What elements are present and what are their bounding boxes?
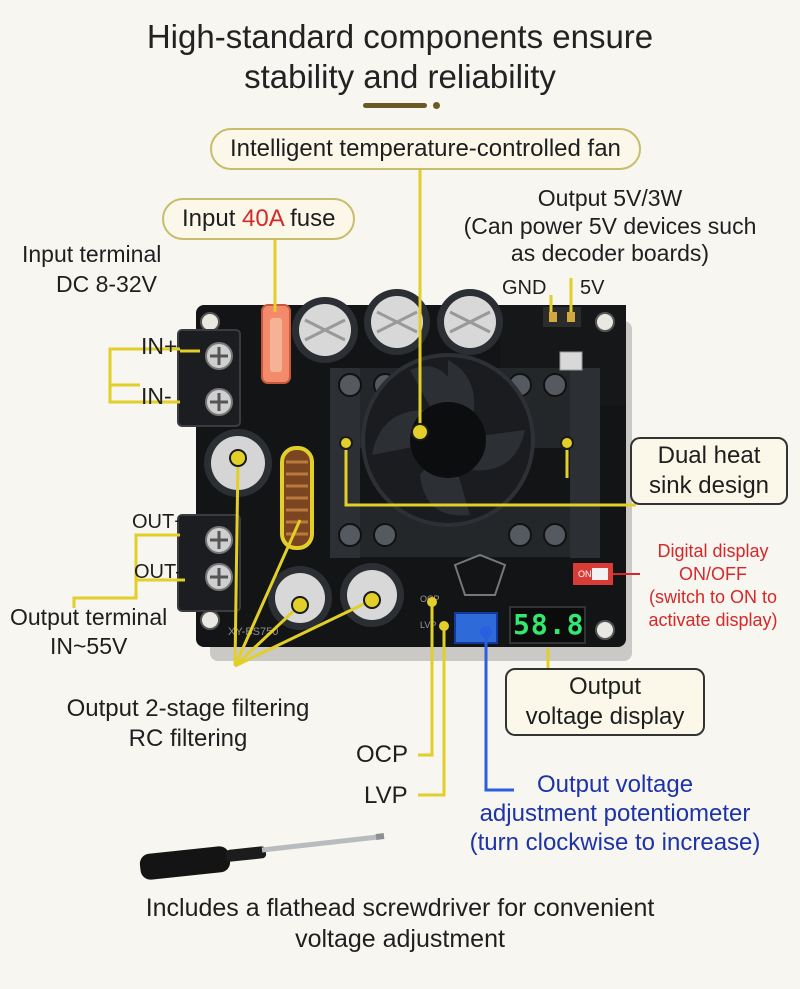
pot-callout: Output voltage adjustment potentiometer … — [440, 770, 790, 857]
output-terminal-range: IN~55V — [50, 633, 128, 659]
display-switch-line-3: (switch to ON to — [648, 587, 778, 607]
filtering-line-1: Output 2-stage filtering — [66, 695, 310, 722]
heatsink-line-2: sink design — [648, 472, 770, 499]
in-plus-label: IN+ — [141, 333, 178, 359]
voltage-display-line-2: voltage display — [525, 703, 685, 730]
pot-line-3: (turn clockwise to increase) — [469, 829, 761, 856]
voltage-display — [509, 606, 586, 644]
title-underline — [363, 103, 427, 108]
heatsink-line-1: Dual heat — [657, 442, 761, 469]
capacitor-top-1 — [292, 297, 358, 363]
filtering-line-2: RC filtering — [128, 725, 248, 752]
title-line-1: High-standard components ensure — [146, 18, 654, 55]
input-terminal-title: Input terminal — [22, 241, 162, 267]
out-plus-label: OUT+ — [132, 511, 186, 533]
capacitor-top-2 — [364, 289, 430, 355]
fan-callout: Intelligent temperature-controlled fan — [210, 128, 641, 170]
heatsink-callout: Dual heat sink design — [630, 437, 788, 505]
title-underline-dot — [433, 102, 440, 109]
on-silkscreen: ON — [578, 569, 592, 579]
pot-line-1: Output voltage — [536, 771, 694, 798]
display-reading: 58.8 — [513, 608, 585, 641]
output-terminal-title: Output terminal — [10, 604, 168, 630]
display-switch-line-2: ON/OFF — [679, 564, 747, 584]
title-line-2: stability and reliability — [244, 58, 556, 95]
fuse-suffix: fuse — [283, 205, 336, 232]
brand-logo — [453, 553, 507, 596]
voltage-display-line-1: Output — [568, 673, 642, 700]
in-minus-label: IN- — [141, 383, 172, 409]
voltage-display-callout: Output voltage display — [505, 668, 705, 736]
display-switch-line-4: activate display) — [648, 610, 778, 630]
display-switch-callout: Digital display ON/OFF (switch to ON to … — [630, 540, 796, 632]
fuse-callout: Input 40A fuse — [162, 198, 356, 240]
output-5v-desc-1: (Can power 5V devices such — [463, 213, 757, 239]
ocp-label: OCP — [356, 741, 409, 768]
screwdriver-line-2: voltage adjustment — [295, 925, 505, 953]
model-silkscreen: XY-BS750 — [228, 626, 279, 638]
lvp-label: LVP — [364, 782, 408, 809]
five-v-label: 5V — [580, 277, 605, 299]
gnd-label: GND — [502, 277, 547, 299]
out-minus-label: OUT- — [134, 561, 182, 583]
lvp-silkscreen: LVP — [420, 620, 437, 630]
input-terminal-range: DC 8-32V — [56, 271, 157, 297]
potentiometer — [454, 612, 498, 644]
fuse-prefix: Input — [182, 205, 243, 232]
capacitor-top-3 — [437, 289, 503, 355]
screwdriver — [139, 833, 385, 880]
display-switch-line-1: Digital display — [657, 541, 769, 561]
pot-line-2: adjustment potentiometer — [479, 800, 751, 827]
fuse-value: 40A — [242, 205, 284, 232]
output-5v-title: Output 5V/3W — [537, 185, 683, 211]
output-5v-desc-2: as decoder boards) — [510, 240, 710, 266]
screwdriver-line-1: Includes a flathead screwdriver for conv… — [145, 894, 655, 922]
